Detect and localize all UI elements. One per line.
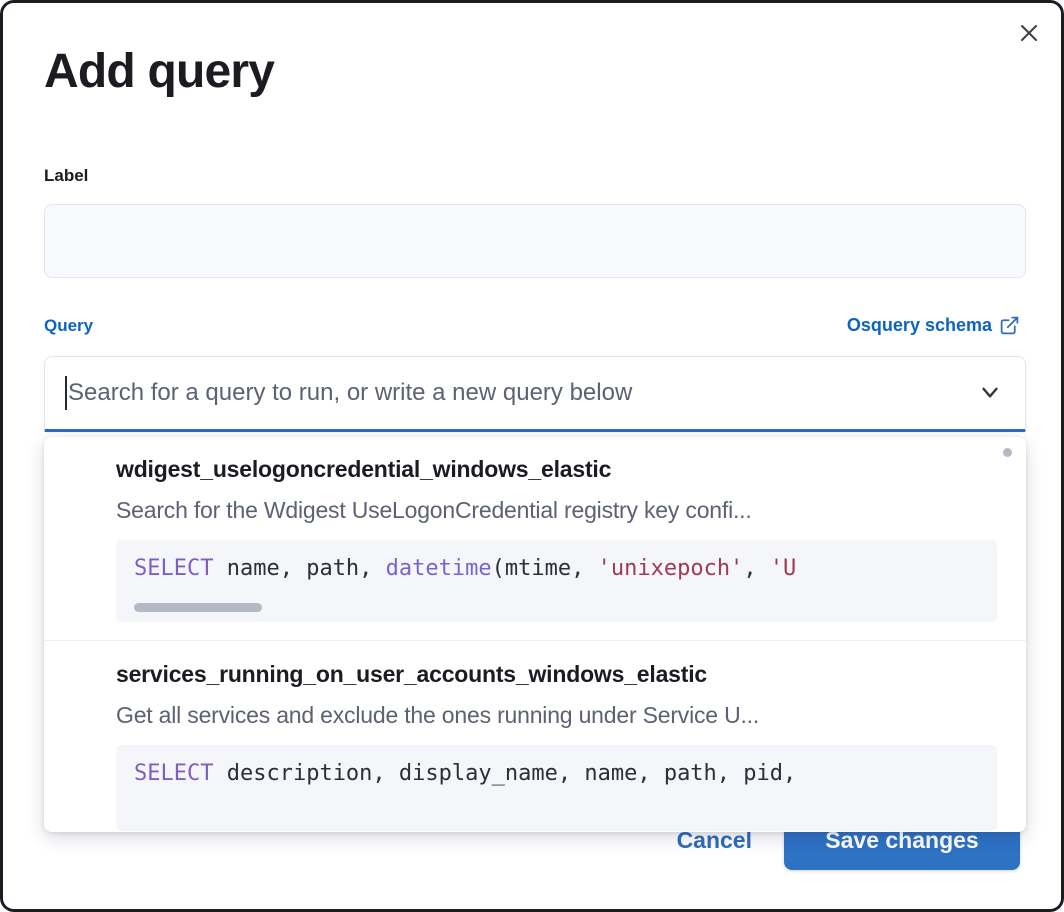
query-suggestions-dropdown[interactable]: wdigest_uselogoncredential_windows_elast… [44, 437, 1026, 832]
close-button[interactable] [1011, 15, 1047, 51]
close-icon [1017, 21, 1041, 45]
label-field-label: Label [44, 166, 89, 185]
option-description: Get all services and exclude the ones ru… [116, 702, 760, 728]
sql-columns: description, display_name, name, path, p… [213, 761, 797, 786]
query-field-label: Query [44, 316, 94, 335]
combobox-toggle-button[interactable] [973, 376, 1007, 410]
query-search-input[interactable] [68, 379, 973, 407]
osquery-schema-link[interactable]: Osquery schema [847, 315, 1020, 336]
external-link-icon [999, 315, 1020, 336]
list-item[interactable]: services_running_on_user_accounts_window… [44, 640, 1026, 831]
sql-string-1: 'unixepoch' [597, 556, 744, 581]
text-cursor [65, 376, 67, 410]
sql-keyword: SELECT [134, 556, 214, 581]
option-title: wdigest_uselogoncredential_windows_elast… [116, 456, 612, 482]
label-input[interactable] [44, 204, 1026, 278]
scroll-indicator-dot[interactable] [1003, 448, 1012, 457]
option-sql-preview[interactable]: SELECT name, path, datetime(mtime, 'unix… [116, 540, 997, 622]
page-title: Add query [44, 45, 275, 98]
sql-columns: name, path, [213, 556, 386, 581]
horizontal-scrollbar[interactable] [134, 603, 262, 612]
sql-string-2: 'U [769, 556, 797, 581]
sql-args: (mtime, [491, 556, 598, 581]
option-sql-preview[interactable]: SELECT description, display_name, name, … [116, 745, 997, 831]
add-query-modal: Add query Label Query Osquery schema [3, 3, 1061, 909]
osquery-schema-link-label: Osquery schema [846, 315, 992, 335]
option-title: services_running_on_user_accounts_window… [116, 661, 707, 687]
sql-keyword: SELECT [134, 761, 214, 786]
option-description: Search for the Wdigest UseLogonCredentia… [116, 497, 752, 523]
sql-separator: , [743, 556, 770, 581]
query-combobox[interactable] [44, 356, 1026, 432]
list-item[interactable]: wdigest_uselogoncredential_windows_elast… [44, 437, 1026, 622]
sql-function: datetime [385, 556, 492, 581]
chevron-down-icon [977, 379, 1003, 408]
